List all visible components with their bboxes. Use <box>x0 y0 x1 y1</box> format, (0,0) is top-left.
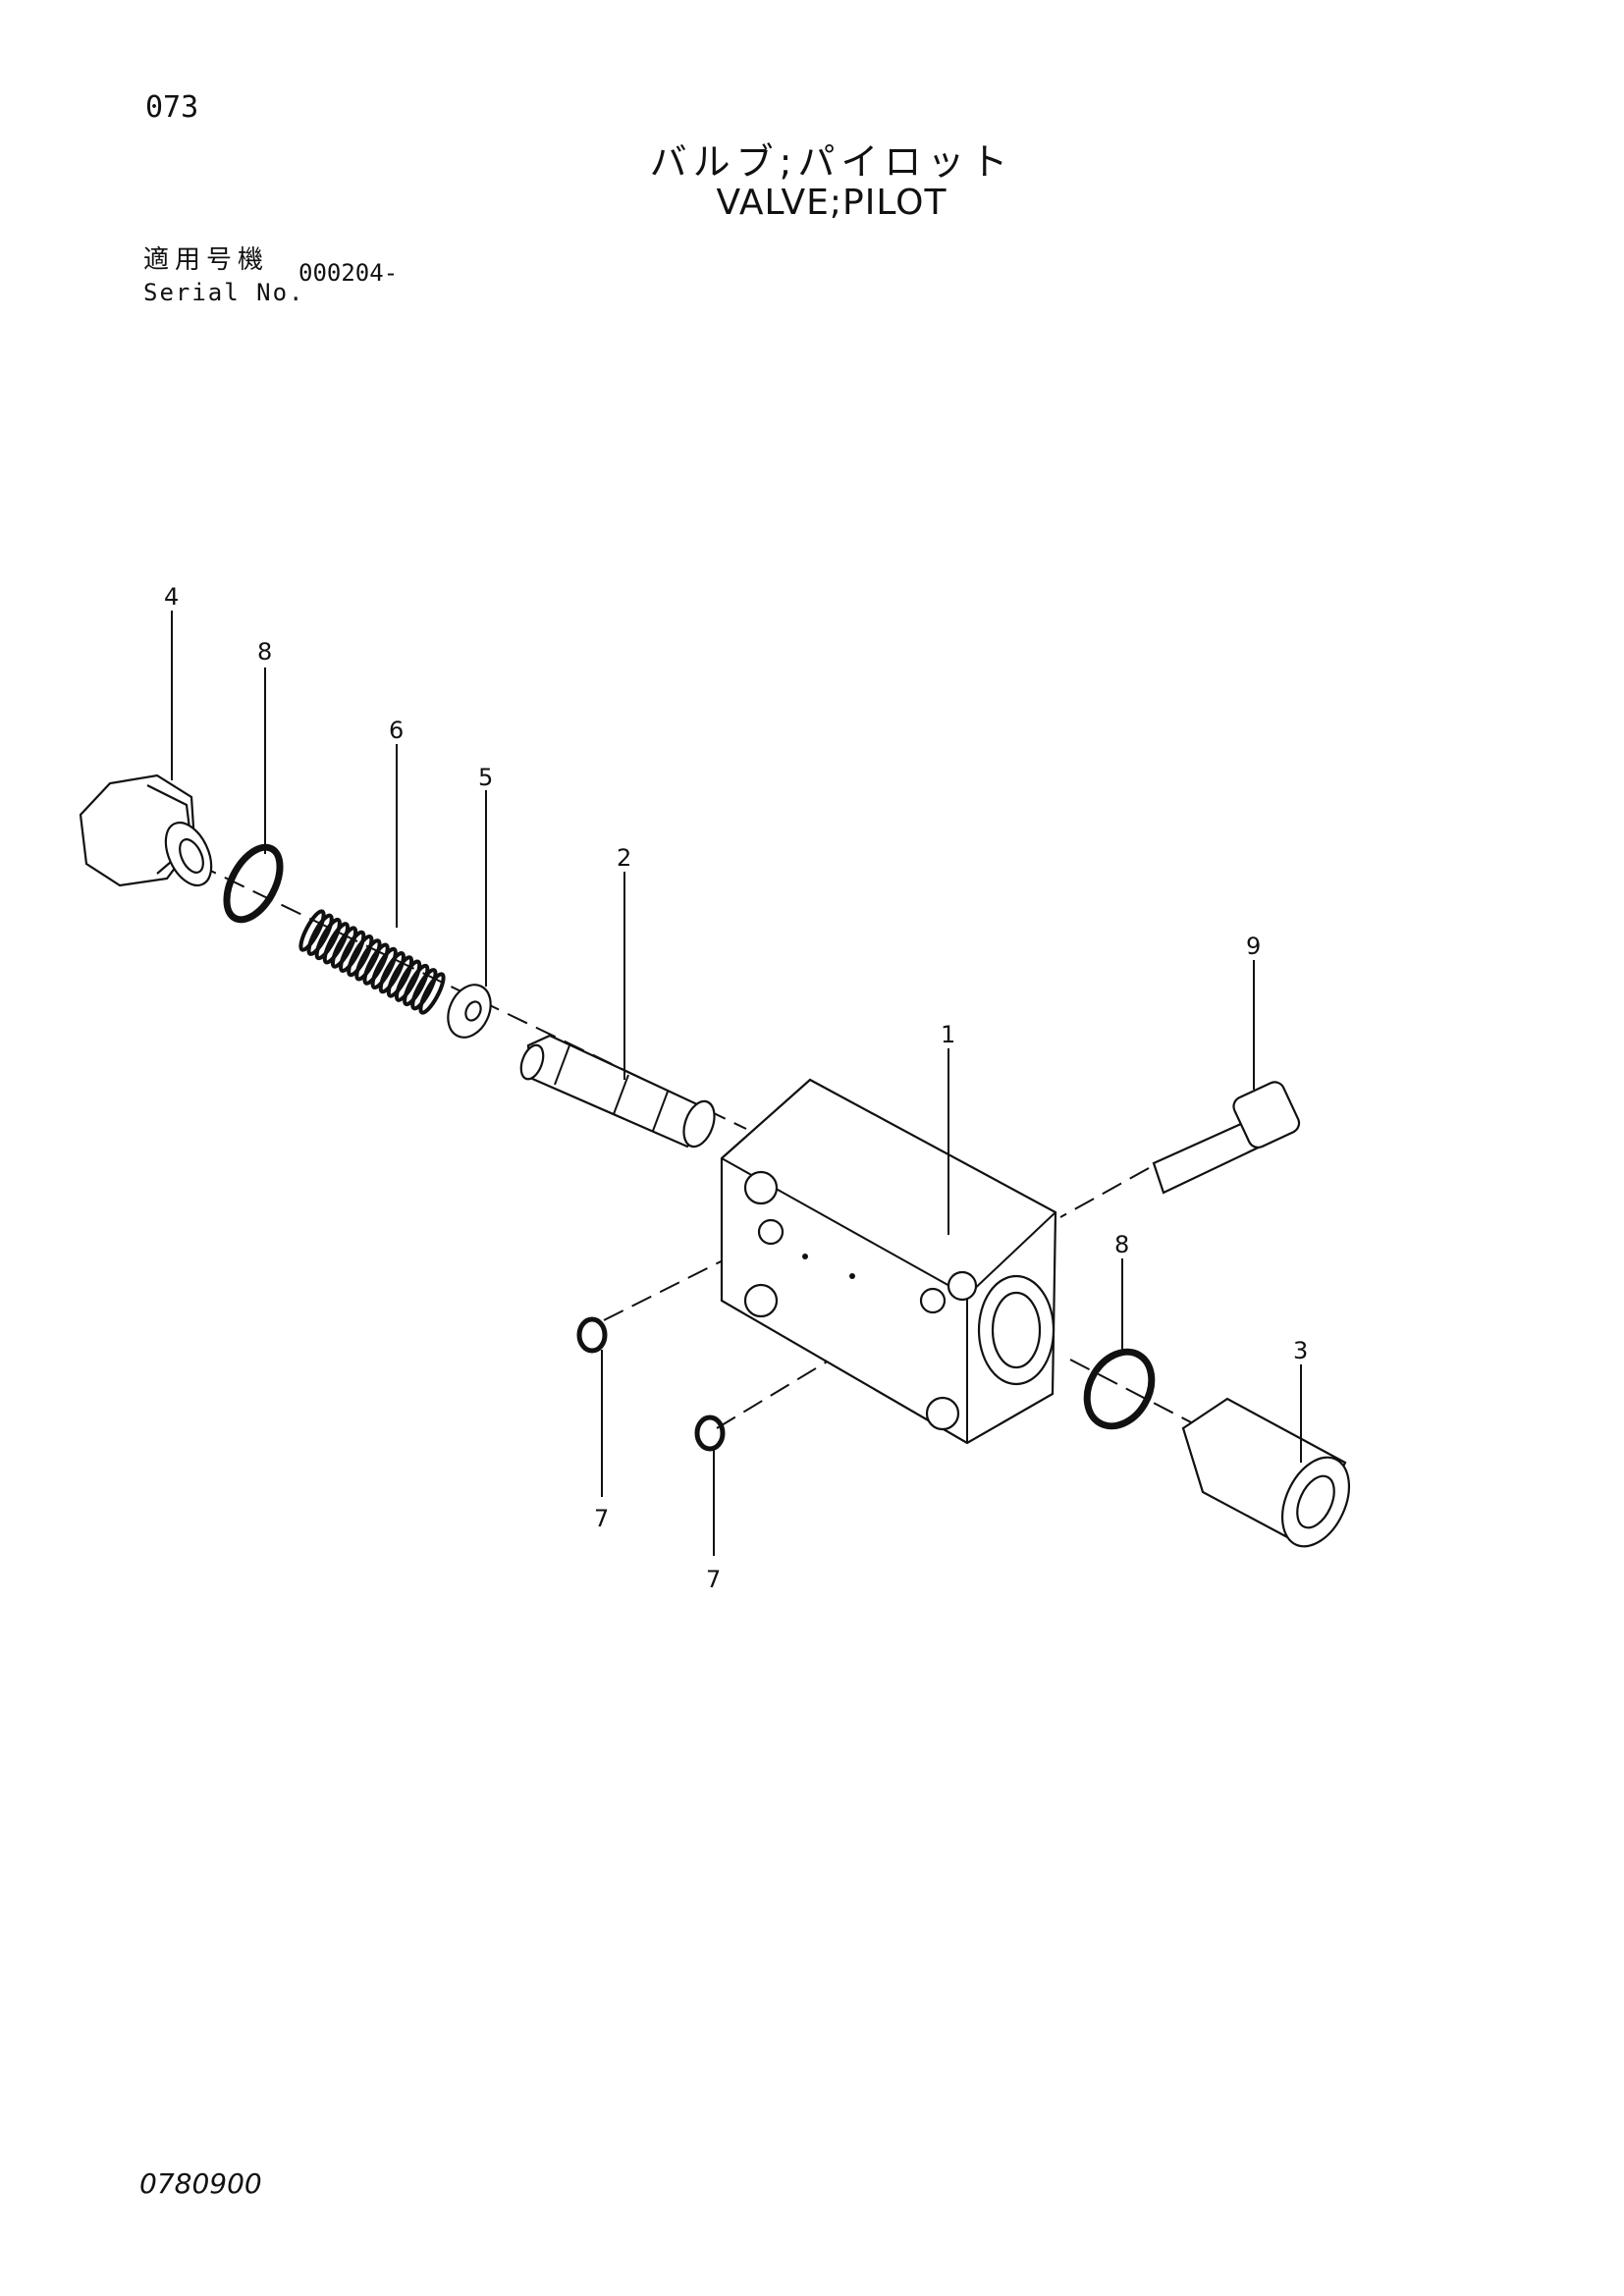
callout-8-left: 8 <box>257 638 272 666</box>
callout-4: 4 <box>164 583 179 611</box>
spring-coil <box>306 913 334 956</box>
callout-3: 3 <box>1293 1337 1308 1364</box>
part-9-bolt <box>1152 1081 1301 1195</box>
part-5-washer <box>447 984 492 1039</box>
spring-coil <box>322 922 351 965</box>
part-6-spring <box>298 909 446 1015</box>
part-3-fitting <box>1181 1397 1351 1548</box>
document-code: 0780900 <box>139 2167 262 2200</box>
callout-6: 6 <box>389 717 404 744</box>
spring-coil <box>378 951 406 994</box>
spring-coil <box>394 959 422 1002</box>
page-number: 073 <box>145 90 199 125</box>
spring-coil <box>354 938 382 982</box>
page-title-japanese: バルブ;パイロット <box>649 140 1014 184</box>
spring-coil <box>386 955 414 998</box>
part-2-spool <box>519 1034 716 1148</box>
spring-coil <box>298 909 326 952</box>
callout-8-right: 8 <box>1114 1231 1129 1258</box>
callout-leader-lines <box>171 611 1302 1556</box>
callout-7-b: 7 <box>706 1566 721 1593</box>
part-7-o-ring-a <box>576 1316 608 1354</box>
spring-coil <box>370 946 398 990</box>
serial-number-value: 000204- <box>298 259 399 287</box>
callout-2: 2 <box>617 844 631 872</box>
spring-coil <box>347 934 374 978</box>
part-8-o-ring-left <box>223 843 284 924</box>
part-1-valve-body <box>720 1078 1057 1445</box>
spring-coil <box>418 972 446 1015</box>
part-4-plug <box>79 774 213 887</box>
part-8-o-ring-right <box>1083 1348 1156 1430</box>
spring-coil <box>403 963 430 1007</box>
spring-coil <box>339 930 366 973</box>
serial-label: Serial No. <box>143 279 305 306</box>
callout-9: 9 <box>1246 933 1261 960</box>
spring-coil <box>330 926 358 969</box>
callout-5: 5 <box>478 764 493 791</box>
spring-coil <box>410 968 438 1011</box>
callout-labels: 4 8 6 5 2 1 9 8 3 7 7 <box>164 583 1308 1593</box>
callout-1: 1 <box>941 1021 955 1048</box>
part-7-o-ring-b <box>694 1415 726 1452</box>
serial-label-japanese: 適用号機 <box>143 245 270 275</box>
spring-coil <box>314 917 342 961</box>
callout-7-a: 7 <box>594 1505 609 1532</box>
spring-coil <box>362 942 390 986</box>
page-title: VALVE;PILOT <box>716 183 947 223</box>
